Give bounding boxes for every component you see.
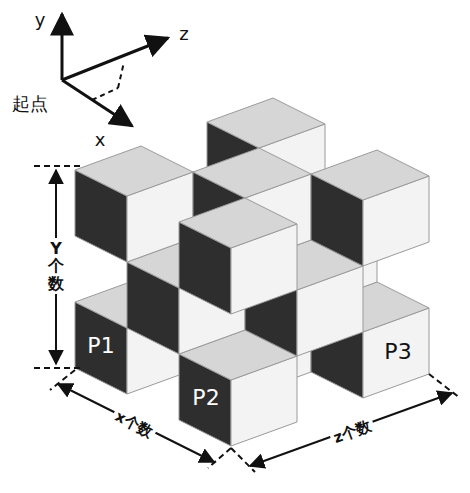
origin-label: 起点 [12,94,48,114]
cube-top-face [179,198,297,248]
point-label: P2 [192,386,219,410]
dimension-label: Y个数 [45,238,67,295]
axis-gizmo [62,14,168,126]
dimension-lines [34,166,460,472]
axis-label: x [95,130,106,150]
cube-group [75,98,429,446]
dimension-label: x个数 [109,404,159,443]
point-label: P3 [384,340,411,364]
dimension-label: z个数 [327,415,376,450]
cube-top-face [193,148,311,198]
cube-top-face [311,150,429,200]
axis-label: y [35,10,46,30]
point-label: P1 [87,334,114,358]
cube-top-face [207,98,325,148]
cube-top-face [75,146,193,196]
axis-label: z [179,24,188,44]
